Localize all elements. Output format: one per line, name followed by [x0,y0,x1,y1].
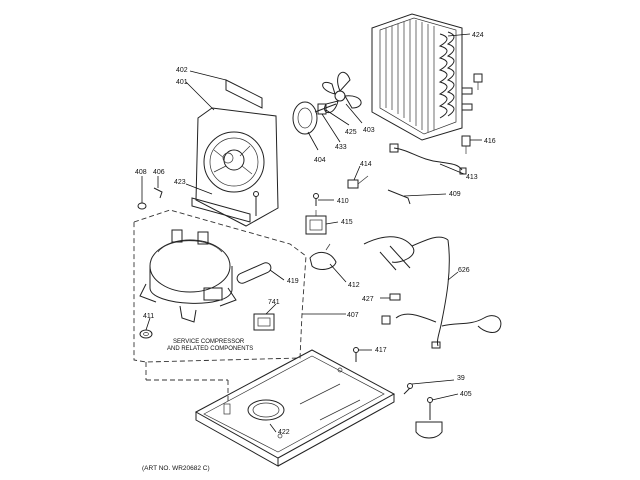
service-compressor-caption-line1: SERVICE COMPRESSOR [173,339,245,345]
label-39: 39 [457,375,465,382]
label-403: 403 [363,127,375,134]
label-417: 417 [375,347,387,354]
screw-417 [353,347,359,362]
fan-blade [322,71,362,114]
label-402: 402 [176,67,188,74]
base-pan [145,349,396,467]
art-number: (ART NO. WR20682 C) [142,465,210,472]
compressor [139,229,237,323]
clip-406 [153,187,163,199]
harness-413 [389,143,467,175]
label-408: 408 [135,169,147,176]
label-416: 416 [484,138,496,145]
label-406: 406 [153,169,165,176]
label-401: 401 [176,79,188,86]
leader-lines [141,33,482,433]
label-427: 427 [362,296,374,303]
condenser-coil [371,13,483,141]
label-741: 741 [268,299,280,306]
label-414: 414 [360,161,372,168]
fan-shroud [191,79,279,227]
fan-motor [292,101,337,135]
label-411: 411 [143,313,154,320]
overload-relay-741 [253,313,275,331]
screw-410 [313,193,319,206]
label-409: 409 [449,191,461,198]
label-415: 415 [341,219,353,226]
label-410: 410 [337,198,349,205]
grommet-411 [139,329,153,339]
service-compressor-caption-line2: AND RELATED COMPONENTS [167,346,253,352]
bracket-412 [309,243,337,270]
drier-419 [236,262,272,284]
screw-39 [403,383,413,395]
tube-409 [387,189,411,205]
label-419: 419 [287,278,299,285]
wire-harness-626 [363,236,502,349]
label-412: 412 [348,282,360,289]
label-424: 424 [472,32,484,39]
label-404: 404 [314,157,326,164]
relay-415 [305,210,327,235]
label-423: 423 [174,179,186,186]
leveler-405 [415,397,443,439]
label-407: 407 [347,312,359,319]
label-413: 413 [466,174,478,181]
label-405: 405 [460,391,472,398]
capacitor-416 [461,135,471,154]
label-626: 626 [458,267,470,274]
grommet-408 [137,202,147,210]
clip-427 [389,293,401,301]
label-433: 433 [335,144,347,151]
label-425: 425 [345,129,357,136]
connector-414 [347,175,369,189]
label-422: 422 [278,429,290,436]
